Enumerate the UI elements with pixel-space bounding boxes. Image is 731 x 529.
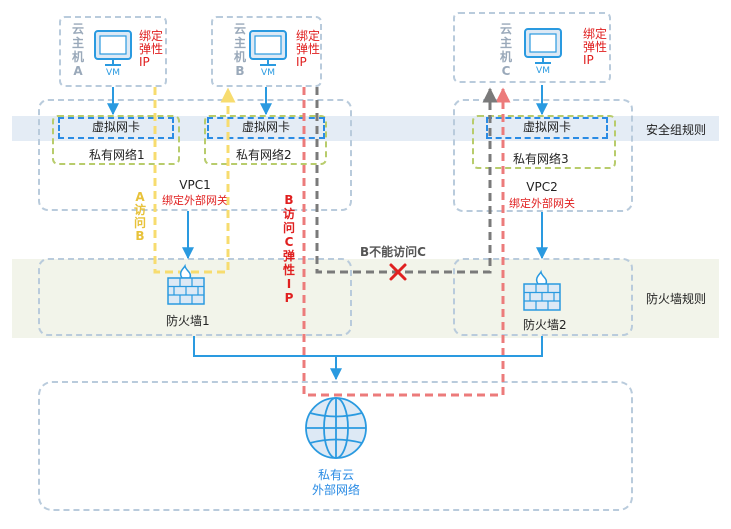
vpc2-gateway: 绑定外部网关 xyxy=(509,197,575,210)
flow-b-cannot-c-label: B不能访问C xyxy=(360,245,426,259)
vnic-a[interactable]: 虚拟网卡 xyxy=(58,117,174,139)
firewall1-label: 防火墙1 xyxy=(166,314,210,328)
vm-a-screen-label: VM xyxy=(106,68,120,78)
external-network-line2: 外部网络 xyxy=(311,483,360,497)
vpc2-title: VPC2 xyxy=(526,180,558,194)
vnic-c[interactable]: 虚拟网卡 xyxy=(486,117,608,139)
security-group-rules-label: 安全组规则 xyxy=(646,123,707,137)
private-network-1-label: 私有网络1 xyxy=(89,148,145,162)
private-network-2-label: 私有网络2 xyxy=(236,148,292,162)
firewall2-label: 防火墙2 xyxy=(523,318,567,332)
vm-b-screen-label: VM xyxy=(261,68,275,78)
vpc1-title: VPC1 xyxy=(179,178,211,192)
vpc1-gateway: 绑定外部网关 xyxy=(162,194,228,207)
vnic-b[interactable]: 虚拟网卡 xyxy=(207,117,325,139)
vm-c-screen-label: VM xyxy=(536,66,550,76)
firewall-rules-label: 防火墙规则 xyxy=(646,292,707,306)
private-network-3-label: 私有网络3 xyxy=(513,152,569,166)
external-network-line1: 私有云 xyxy=(317,468,354,482)
